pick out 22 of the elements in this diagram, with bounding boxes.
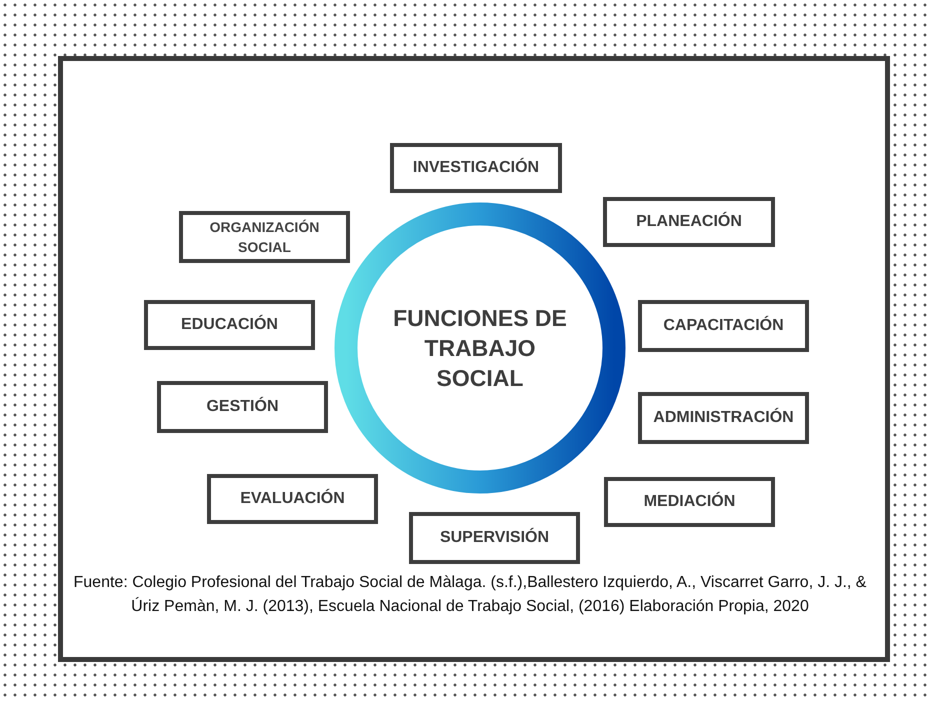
function-label: EDUCACIÓN bbox=[181, 315, 278, 335]
function-box bbox=[179, 211, 350, 263]
function-label: EVALUACIÓN bbox=[240, 489, 345, 509]
function-label: CAPACITACIÓN bbox=[663, 316, 784, 336]
function-label: ADMINISTRACIÓN bbox=[653, 408, 794, 428]
function-label: SUPERVISIÓN bbox=[440, 528, 550, 548]
center-title: FUNCIONES DE TRABAJO SOCIAL bbox=[392, 304, 568, 393]
function-label: MEDIACIÓN bbox=[644, 492, 736, 512]
function-box bbox=[157, 381, 328, 433]
function-box bbox=[207, 474, 378, 524]
function-box bbox=[638, 392, 809, 444]
function-label: ORGANIZACIÓN SOCIAL bbox=[208, 218, 320, 257]
function-label: INVESTIGACIÓN bbox=[412, 158, 540, 178]
function-box bbox=[144, 300, 315, 350]
caption: Fuente: Colegio Profesional del Trabajo Social de Màlaga. (s.f.),Ballestero Izquierdo, A., Viscarret Garro, J. J., & Úriz Pemàn, M. J. (2013), Escuela Nacional de Trabajo Social, (2016) Elaboración Propia, 2020 bbox=[72, 573, 868, 617]
function-box bbox=[638, 300, 809, 352]
function-box bbox=[409, 512, 580, 564]
function-label: PLANEACIÓN bbox=[636, 212, 742, 232]
function-box bbox=[604, 477, 775, 527]
function-box bbox=[603, 197, 775, 247]
function-box bbox=[390, 143, 562, 193]
function-label: GESTIÓN bbox=[206, 397, 278, 417]
